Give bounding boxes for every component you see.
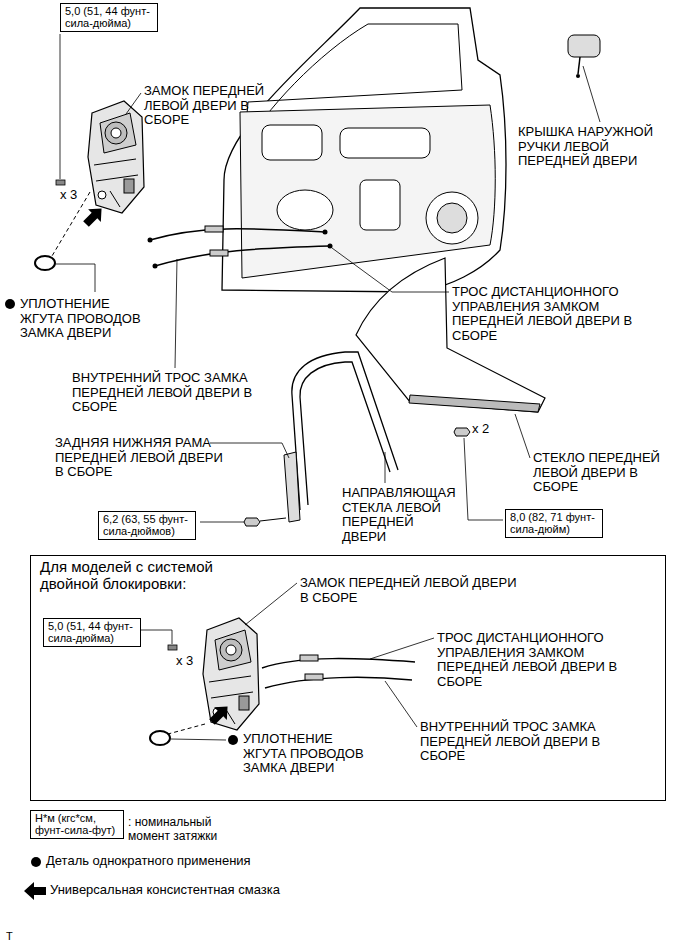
- grease-arrow: [206, 700, 234, 728]
- panel-hole: [340, 128, 430, 158]
- cable-end: [323, 230, 328, 235]
- cable: [262, 659, 415, 668]
- cable-end: [153, 264, 158, 269]
- cable-sleeve: [300, 655, 318, 661]
- part-name: ЗАДНЯЯ НИЖНЯЯ РАМА ПЕРЕДНЕЙ ЛЕВОЙ ДВЕРИ …: [55, 436, 226, 480]
- cable-sleeve: [210, 250, 228, 256]
- part-name: ТРОС ДИСТАНЦИОННОГО УПРАВЛЕНИЯ ЗАМКОМ ПЕ…: [452, 285, 636, 344]
- quantity: x 2: [472, 422, 489, 437]
- part-name: ВНУТРЕННИЙ ТРОС ЗАМКА ПЕРЕДНЕЙ ЛЕВОЙ ДВЕ…: [420, 720, 604, 764]
- bolt-shank: [260, 518, 286, 521]
- legend-box: Н*м (кгс*см, фунт-сила-фут): [30, 810, 124, 839]
- torque-value: 5,0 (51, 44 фунт-сила-дюйма): [48, 620, 136, 645]
- part-name: УПЛОТНЕНИЕ ЖГУТА ПРОВОДОВ ЗАМКА ДВЕРИ: [243, 732, 367, 776]
- torque-box: 6,2 (63, 55 фунт-сила-дюймов): [98, 511, 196, 540]
- torque-box: 5,0 (51, 44 фунт-сила-дюйма): [60, 3, 158, 32]
- dashed-line: [168, 724, 205, 734]
- screw: [56, 180, 65, 185]
- leader-lines: [56, 34, 600, 522]
- legend-text: Универсальная консистентная смазка: [50, 883, 280, 898]
- torque-value: 5,0 (51, 44 фунт-сила-дюйма): [65, 5, 153, 30]
- cable-sleeve: [205, 226, 223, 232]
- torque-value: 6,2 (63, 55 фунт-сила-дюймов): [103, 513, 191, 538]
- glass-run-guide: [300, 362, 390, 505]
- part-name: КРЫШКА НАРУЖНОЙ РУЧКИ ЛЕВОЙ ПЕРЕДНЕЙ ДВЕ…: [518, 125, 657, 169]
- panel-hole: [360, 180, 400, 230]
- quantity: x 3: [60, 188, 77, 203]
- region-heading: Для моделей с системой двойной блокировк…: [40, 559, 216, 593]
- panel-hole: [262, 125, 322, 160]
- door-glass: [356, 258, 545, 412]
- glass-channel: [409, 395, 540, 412]
- reuse-dot: [228, 735, 238, 745]
- handle-cover-stem: [576, 74, 580, 78]
- torque-box: 8,0 (82, 71 фунт-сила-дюйм): [505, 509, 603, 538]
- part-name: ЗАМОК ПЕРЕДНЕЙ ЛЕВОЙ ДВЕРИ В СБОРЕ: [300, 576, 520, 605]
- quantity: x 3: [176, 654, 193, 669]
- cable-sleeve: [305, 674, 323, 680]
- reuse-dot: [5, 299, 15, 309]
- seal-ring: [35, 256, 55, 270]
- handle-cover: [568, 35, 600, 57]
- torque-box: 5,0 (51, 44 фунт-сила-дюйма): [43, 618, 141, 647]
- handle-cover-stem: [578, 57, 580, 74]
- legend-text: Деталь однократного применения: [46, 854, 251, 869]
- leader-lines: [141, 583, 434, 740]
- cable: [155, 246, 330, 266]
- cable-end: [148, 238, 153, 243]
- part-name: ЗАМОК ПЕРЕДНЕЙ ЛЕВОЙ ДВЕРИ В СБОРЕ: [144, 84, 268, 128]
- door-lock: [203, 618, 259, 730]
- part-name: СТЕКЛО ПЕРЕДНЕЙ ЛЕВОЙ ДВЕРИ В СБОРЕ: [533, 451, 663, 495]
- cable: [150, 229, 325, 240]
- part-name: НАПРАВЛЯЮЩАЯ СТЕКЛА ЛЕВОЙ ПЕРЕДНЕЙ ДВЕРИ: [342, 486, 459, 545]
- torque-value: Н*м (кгс*см, фунт-сила-фут): [35, 812, 119, 837]
- speaker: [426, 192, 478, 244]
- part-name: УПЛОТНЕНИЕ ЖГУТА ПРОВОДОВ ЗАМКА ДВЕРИ: [20, 297, 144, 341]
- speaker: [437, 203, 467, 233]
- figure-code: T: [6, 930, 13, 942]
- torque-value: 8,0 (82, 71 фунт-сила-дюйм): [510, 511, 598, 536]
- rear-lower-frame: [284, 452, 300, 522]
- inner-panel: [240, 105, 495, 278]
- reuse-dot: [31, 857, 41, 867]
- part-name: ВНУТРЕННИЙ ТРОС ЗАМКА ПЕРЕДНЕЙ ЛЕВОЙ ДВЕ…: [72, 371, 256, 415]
- cable-end: [328, 244, 333, 249]
- bolt: [454, 428, 470, 436]
- seal-ring: [150, 731, 170, 745]
- legend-text: : номинальный момент затяжки: [128, 816, 221, 843]
- door-lock: [88, 101, 144, 213]
- grease-arrow: [24, 882, 46, 900]
- screw: [168, 645, 177, 650]
- panel-hole: [277, 190, 333, 230]
- cable: [265, 677, 412, 688]
- part-name: ТРОС ДИСТАНЦИОННОГО УПРАВЛЕНИЯ ЗАМКОМ ПЕ…: [437, 631, 621, 690]
- bolt: [244, 518, 260, 526]
- grease-arrow: [80, 202, 108, 230]
